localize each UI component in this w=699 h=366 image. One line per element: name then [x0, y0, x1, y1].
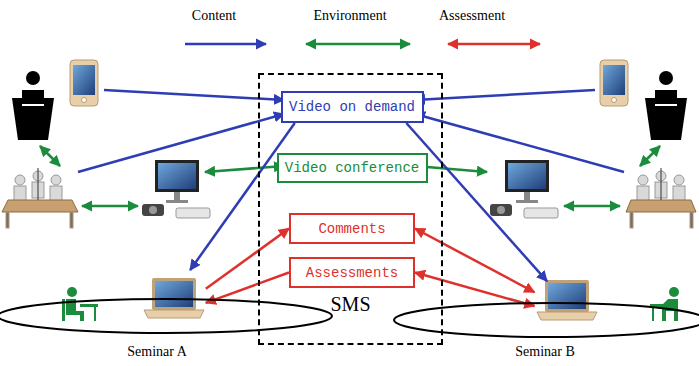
node-label: Video on demand: [289, 99, 415, 115]
connector-arrow: [406, 123, 547, 281]
ipod-left: [70, 60, 98, 106]
seminar-ellipse: Seminar A: [0, 270, 335, 364]
service-box: Video conference: [277, 153, 428, 183]
node-label: Comments: [318, 221, 385, 237]
ipod-right: [600, 60, 628, 106]
computer-left: [142, 160, 210, 218]
lecturer-left: [12, 71, 54, 140]
connector-arrow: [415, 229, 534, 293]
connector-arrow: [415, 273, 534, 307]
laptop-right: [537, 280, 597, 320]
node-label: Assessments: [306, 265, 398, 281]
seminar-ellipse: Seminar B: [390, 272, 699, 364]
connector-arrow: [190, 123, 295, 270]
node-label: Seminar A: [127, 344, 187, 360]
connectors: [190, 123, 547, 306]
legend-label: Content: [192, 8, 236, 24]
lecturer-right: [645, 71, 687, 140]
student-right: [650, 287, 679, 321]
node-label: SMS: [330, 293, 370, 315]
meeting-left: [2, 168, 78, 228]
node-label: Video conference: [285, 160, 419, 176]
service-box: Comments: [289, 213, 415, 244]
legend-label: Assessment: [439, 8, 505, 24]
connector-arrow: [206, 273, 289, 303]
service-box: Assessments: [289, 257, 415, 288]
service-box: Video on demand: [281, 91, 424, 123]
laptop-left: [144, 278, 204, 318]
meeting-right: [626, 168, 696, 228]
icon-arrows: [40, 90, 660, 206]
node-label: Seminar B: [515, 344, 575, 360]
legend-arrows: [185, 43, 540, 46]
connector-arrow: [206, 229, 289, 289]
legend-label: Environment: [313, 8, 386, 24]
student-left: [62, 287, 98, 321]
computer-right: [490, 160, 558, 218]
